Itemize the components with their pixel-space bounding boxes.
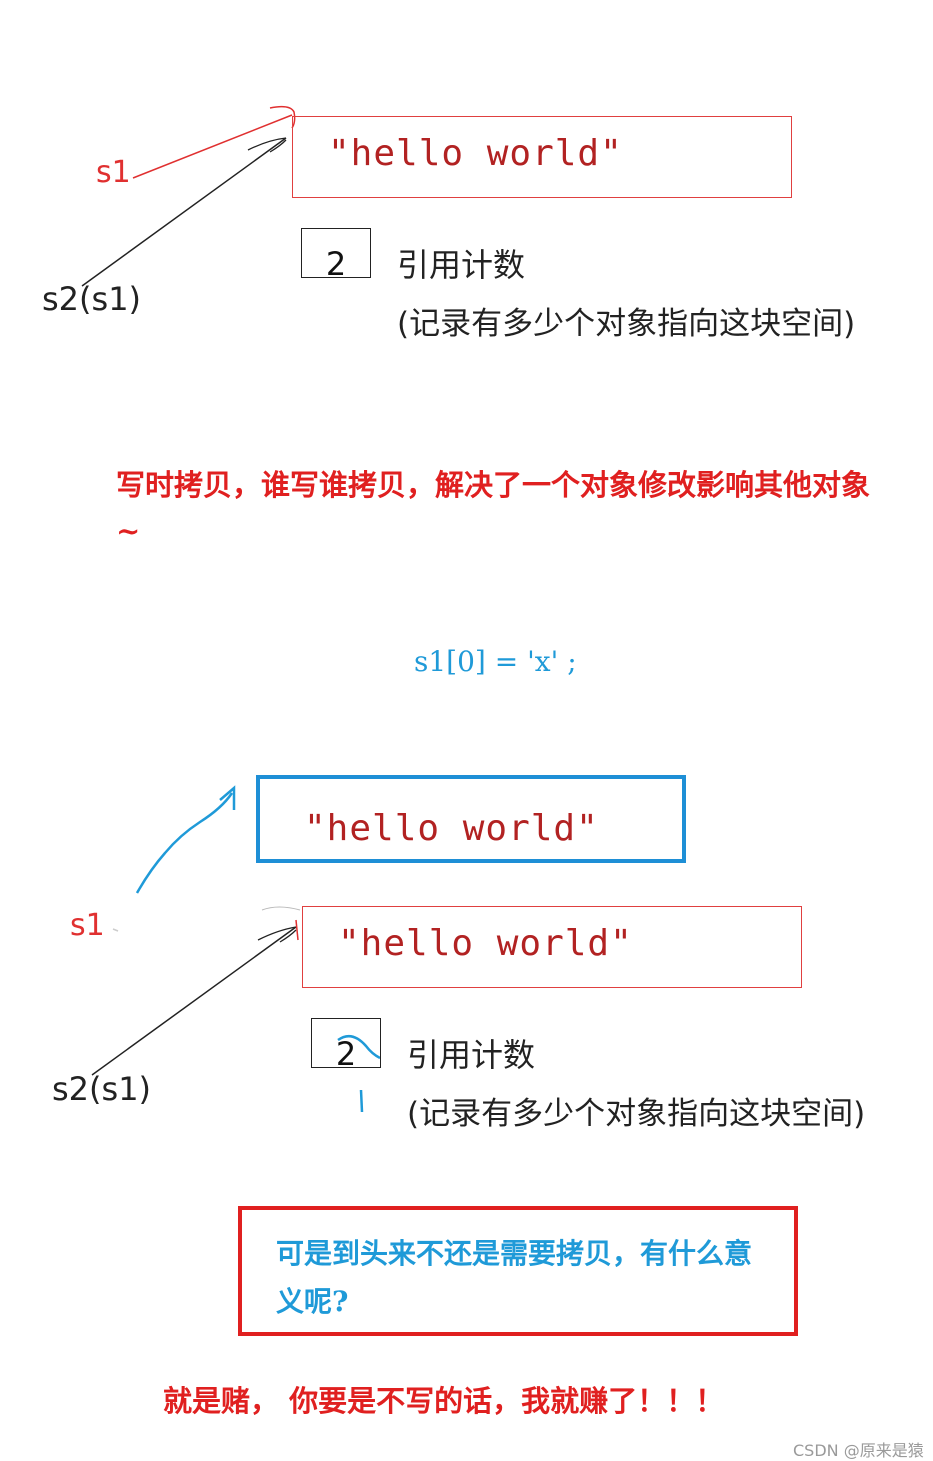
s1-arrow-head-top — [269, 105, 296, 129]
s1-pointer-top — [132, 114, 293, 179]
new-string-copy-box — [256, 775, 686, 863]
question-text: 可是到头来不还是需要拷贝，有什么意义呢? — [276, 1237, 753, 1318]
string-memory-box-bottom — [302, 906, 802, 988]
s1-pointer-bottom — [112, 928, 119, 932]
s2-pointer-top — [81, 137, 287, 287]
s1-label-top: s1 — [96, 155, 131, 190]
ref-count-label-top: 引用计数 — [397, 246, 526, 284]
new-string-copy-value: "hello world" — [304, 808, 599, 849]
s2-arrow-head-bottom — [257, 926, 297, 943]
s2-label-bottom: s2(s1) — [52, 1070, 152, 1108]
ref-count-box-top: 2 — [301, 228, 371, 283]
s2-pointer-bottom — [91, 926, 297, 1076]
ref-count-note-top: (记录有多少个对象指向这块空间) — [397, 306, 856, 342]
ref-count-note-bottom: (记录有多少个对象指向这块空间) — [407, 1096, 866, 1132]
s2-arrow-head-top — [247, 137, 287, 153]
ref-count-label-bottom: 引用计数 — [407, 1036, 536, 1074]
string-memory-box-top — [292, 116, 792, 198]
red-tick-bottom — [295, 919, 299, 941]
blue-arrow-to-copy — [135, 792, 234, 894]
csdn-watermark: CSDN @原来是猿 — [793, 1441, 924, 1460]
string-value-bottom: "hello world" — [338, 923, 633, 964]
string-value-top: "hello world" — [328, 133, 623, 174]
answer-text: 就是赌， 你要是不写的话，我就赚了！！！ — [163, 1384, 725, 1418]
s2-label-top: s2(s1) — [42, 280, 142, 318]
ref-count-value-top: 2 — [325, 245, 347, 283]
blue-scribble-tick — [359, 1089, 364, 1113]
s1-arrow-head-bottom — [261, 906, 301, 911]
blue-arrow-head — [219, 785, 236, 810]
code-statement: s1[0] = 'x' ; — [414, 645, 577, 678]
ref-count-box-bottom: 2 — [311, 1018, 381, 1073]
blue-scribble-count — [337, 1034, 381, 1060]
question-box — [238, 1206, 798, 1336]
copy-on-write-note: 写时拷贝，谁写谁拷贝，解决了一个对象修改影响其他对象~ — [116, 468, 871, 548]
ref-count-value-bottom: 2 — [335, 1035, 357, 1073]
s1-label-bottom: s1 — [70, 908, 105, 943]
